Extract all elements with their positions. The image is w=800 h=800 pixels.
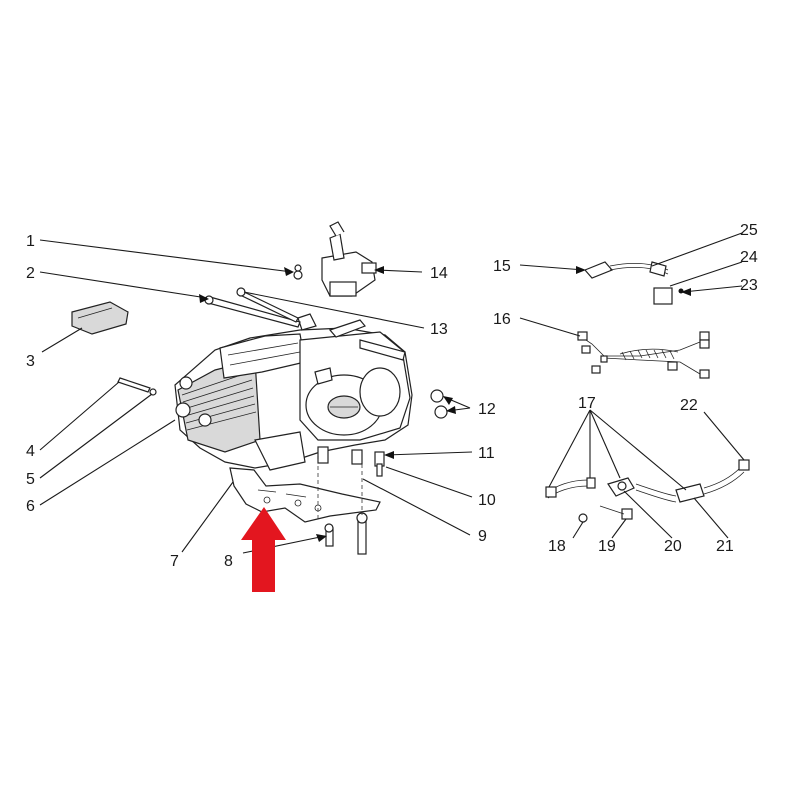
skid-plate-bracket — [229, 452, 381, 523]
mount-studs — [356, 451, 385, 555]
ignition-coil — [71, 301, 129, 335]
callout-15: 15 — [493, 258, 511, 275]
fuel-line-assembly — [545, 459, 750, 523]
callout-12: 12 — [478, 401, 496, 418]
callout-11: 11 — [478, 445, 495, 462]
callout-2: 2 — [26, 265, 35, 282]
callout-3: 3 — [26, 353, 35, 370]
callout-9: 9 — [478, 528, 487, 545]
callout-7: 7 — [170, 553, 179, 570]
callout-20: 20 — [664, 538, 682, 555]
callout-17: 17 — [578, 395, 596, 412]
cover-nuts — [430, 389, 448, 419]
carburetor — [293, 221, 377, 297]
callout-25: 25 — [740, 222, 758, 239]
callout-18: 18 — [548, 538, 566, 555]
callout-16: 16 — [493, 311, 511, 328]
callout-22: 22 — [680, 397, 698, 414]
callout-23: 23 — [740, 277, 758, 294]
callout-8: 8 — [224, 553, 233, 570]
callout-19: 19 — [598, 538, 616, 555]
highlight-arrow — [241, 507, 286, 592]
callout-5: 5 — [26, 471, 35, 488]
callout-4: 4 — [26, 443, 35, 460]
engine-assembly — [174, 313, 413, 471]
callout-labels: 1 2 3 4 5 6 7 8 9 10 11 12 13 14 15 16 1… — [26, 222, 758, 570]
choke-cable-assembly — [583, 261, 684, 305]
callout-21: 21 — [716, 538, 734, 555]
callout-10: 10 — [478, 492, 496, 509]
cylinder-studs — [117, 377, 157, 396]
callout-6: 6 — [26, 498, 35, 515]
callout-14: 14 — [430, 265, 448, 282]
callout-24: 24 — [740, 249, 758, 266]
callout-13: 13 — [430, 321, 448, 338]
leader-lines — [39, 232, 745, 554]
wiring-harness — [577, 331, 710, 379]
engine-mount-bolts — [204, 287, 301, 328]
bracket-bolt — [324, 523, 334, 547]
callout-1: 1 — [26, 233, 35, 250]
